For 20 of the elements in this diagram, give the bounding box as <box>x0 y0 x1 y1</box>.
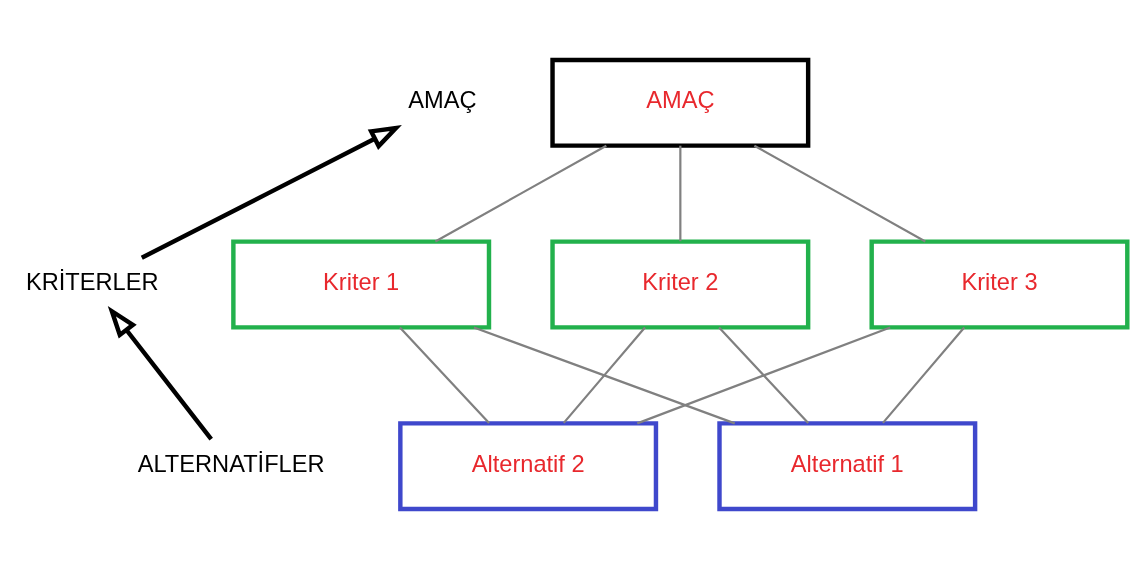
connector <box>679 145 682 242</box>
node-text: ALTERNATİFLER <box>137 450 325 477</box>
node-box: Kriter 2 <box>550 239 811 330</box>
connector <box>882 326 966 424</box>
connector <box>753 144 926 243</box>
connector <box>562 326 646 424</box>
node-box: Alternatif 2 <box>398 421 659 512</box>
node-box: Kriter 1 <box>231 239 492 330</box>
node-text: AMAÇ <box>408 87 477 114</box>
node-box: Alternatif 1 <box>717 421 978 512</box>
node-text: KRİTERLER <box>25 269 159 296</box>
node-box: Kriter 3 <box>869 239 1130 330</box>
connector <box>636 326 891 425</box>
arrow <box>140 124 402 260</box>
node-box: AMAÇ <box>550 57 811 148</box>
connector <box>399 326 490 424</box>
connector <box>473 326 736 425</box>
connector <box>434 144 607 243</box>
arrow <box>107 305 213 441</box>
connector <box>718 326 810 424</box>
